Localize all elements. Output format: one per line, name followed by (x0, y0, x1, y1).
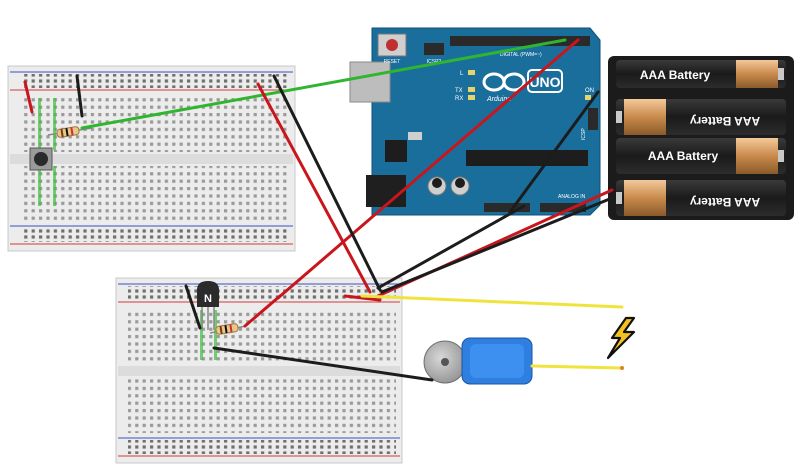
wire-black-gnd-top (272, 74, 382, 292)
battery-cell-1: AAA Battery (616, 60, 786, 88)
battery-cell-4: AAA Battery (616, 180, 786, 216)
atmega-chip (466, 150, 588, 166)
power-jack (366, 175, 406, 207)
led-rx (468, 95, 475, 100)
wire-black-motor (212, 346, 434, 382)
transistor-label: N (204, 293, 212, 305)
battery-cell-1-label: AAA Battery (640, 68, 711, 82)
digital-header (450, 36, 590, 46)
wire-green-signal (80, 38, 567, 130)
wire-red-digital (276, 38, 580, 300)
lightning-bolt-icon (606, 316, 636, 360)
arduino-model: UNO (529, 74, 560, 90)
wire-black-top-short (75, 74, 84, 118)
breadboard-bottom (115, 277, 403, 464)
resistor-bottom (209, 323, 247, 335)
wire-red-rail (343, 294, 382, 302)
usb-port (349, 61, 391, 103)
arduino-brand: Arduino (486, 96, 511, 103)
wire-black-battery-on (508, 90, 600, 214)
battery-cell-2: AAA Battery (616, 99, 786, 135)
digital-label: DIGITAL (PWM=~) (500, 52, 542, 58)
wire-black-battery (380, 196, 614, 294)
icsp-label: ICSP (581, 128, 587, 140)
led-rx-label: RX (455, 96, 463, 102)
wire-yellow-motor (530, 364, 624, 370)
on-label: ON (585, 88, 594, 94)
battery-cell-4-label: AAA Battery (690, 195, 761, 209)
wire-black-transistor (184, 284, 202, 330)
battery-cell-2-label: AAA Battery (690, 114, 761, 128)
analog-label: ANALOG IN (558, 194, 586, 200)
wire-red-5v-top (256, 82, 372, 294)
battery-cell-3-label: AAA Battery (648, 149, 719, 163)
analog-header (540, 203, 586, 212)
wire-yellow-rail (360, 294, 624, 309)
wires (23, 38, 624, 382)
battery-pack: AAA Battery AAA Battery AAA Battery AAA … (608, 56, 794, 220)
wire-red-transistor (243, 294, 282, 328)
wire-red-top-short (23, 80, 34, 114)
led-l (468, 70, 475, 75)
reset-label: RESET (384, 59, 401, 65)
transistor: N (197, 281, 219, 330)
wire-black-gnd-arduino (376, 204, 526, 290)
battery-cell-3: AAA Battery (616, 138, 786, 174)
led-l-label: L (460, 71, 464, 77)
power-header (484, 203, 530, 212)
pushbutton[interactable] (29, 147, 53, 171)
icsp2-label: ICSP2 (427, 59, 442, 65)
led-on (585, 95, 591, 100)
led-tx (468, 87, 475, 92)
resistor-top (47, 126, 93, 138)
led-tx-label: TX (455, 88, 463, 94)
dc-motor (423, 337, 533, 385)
